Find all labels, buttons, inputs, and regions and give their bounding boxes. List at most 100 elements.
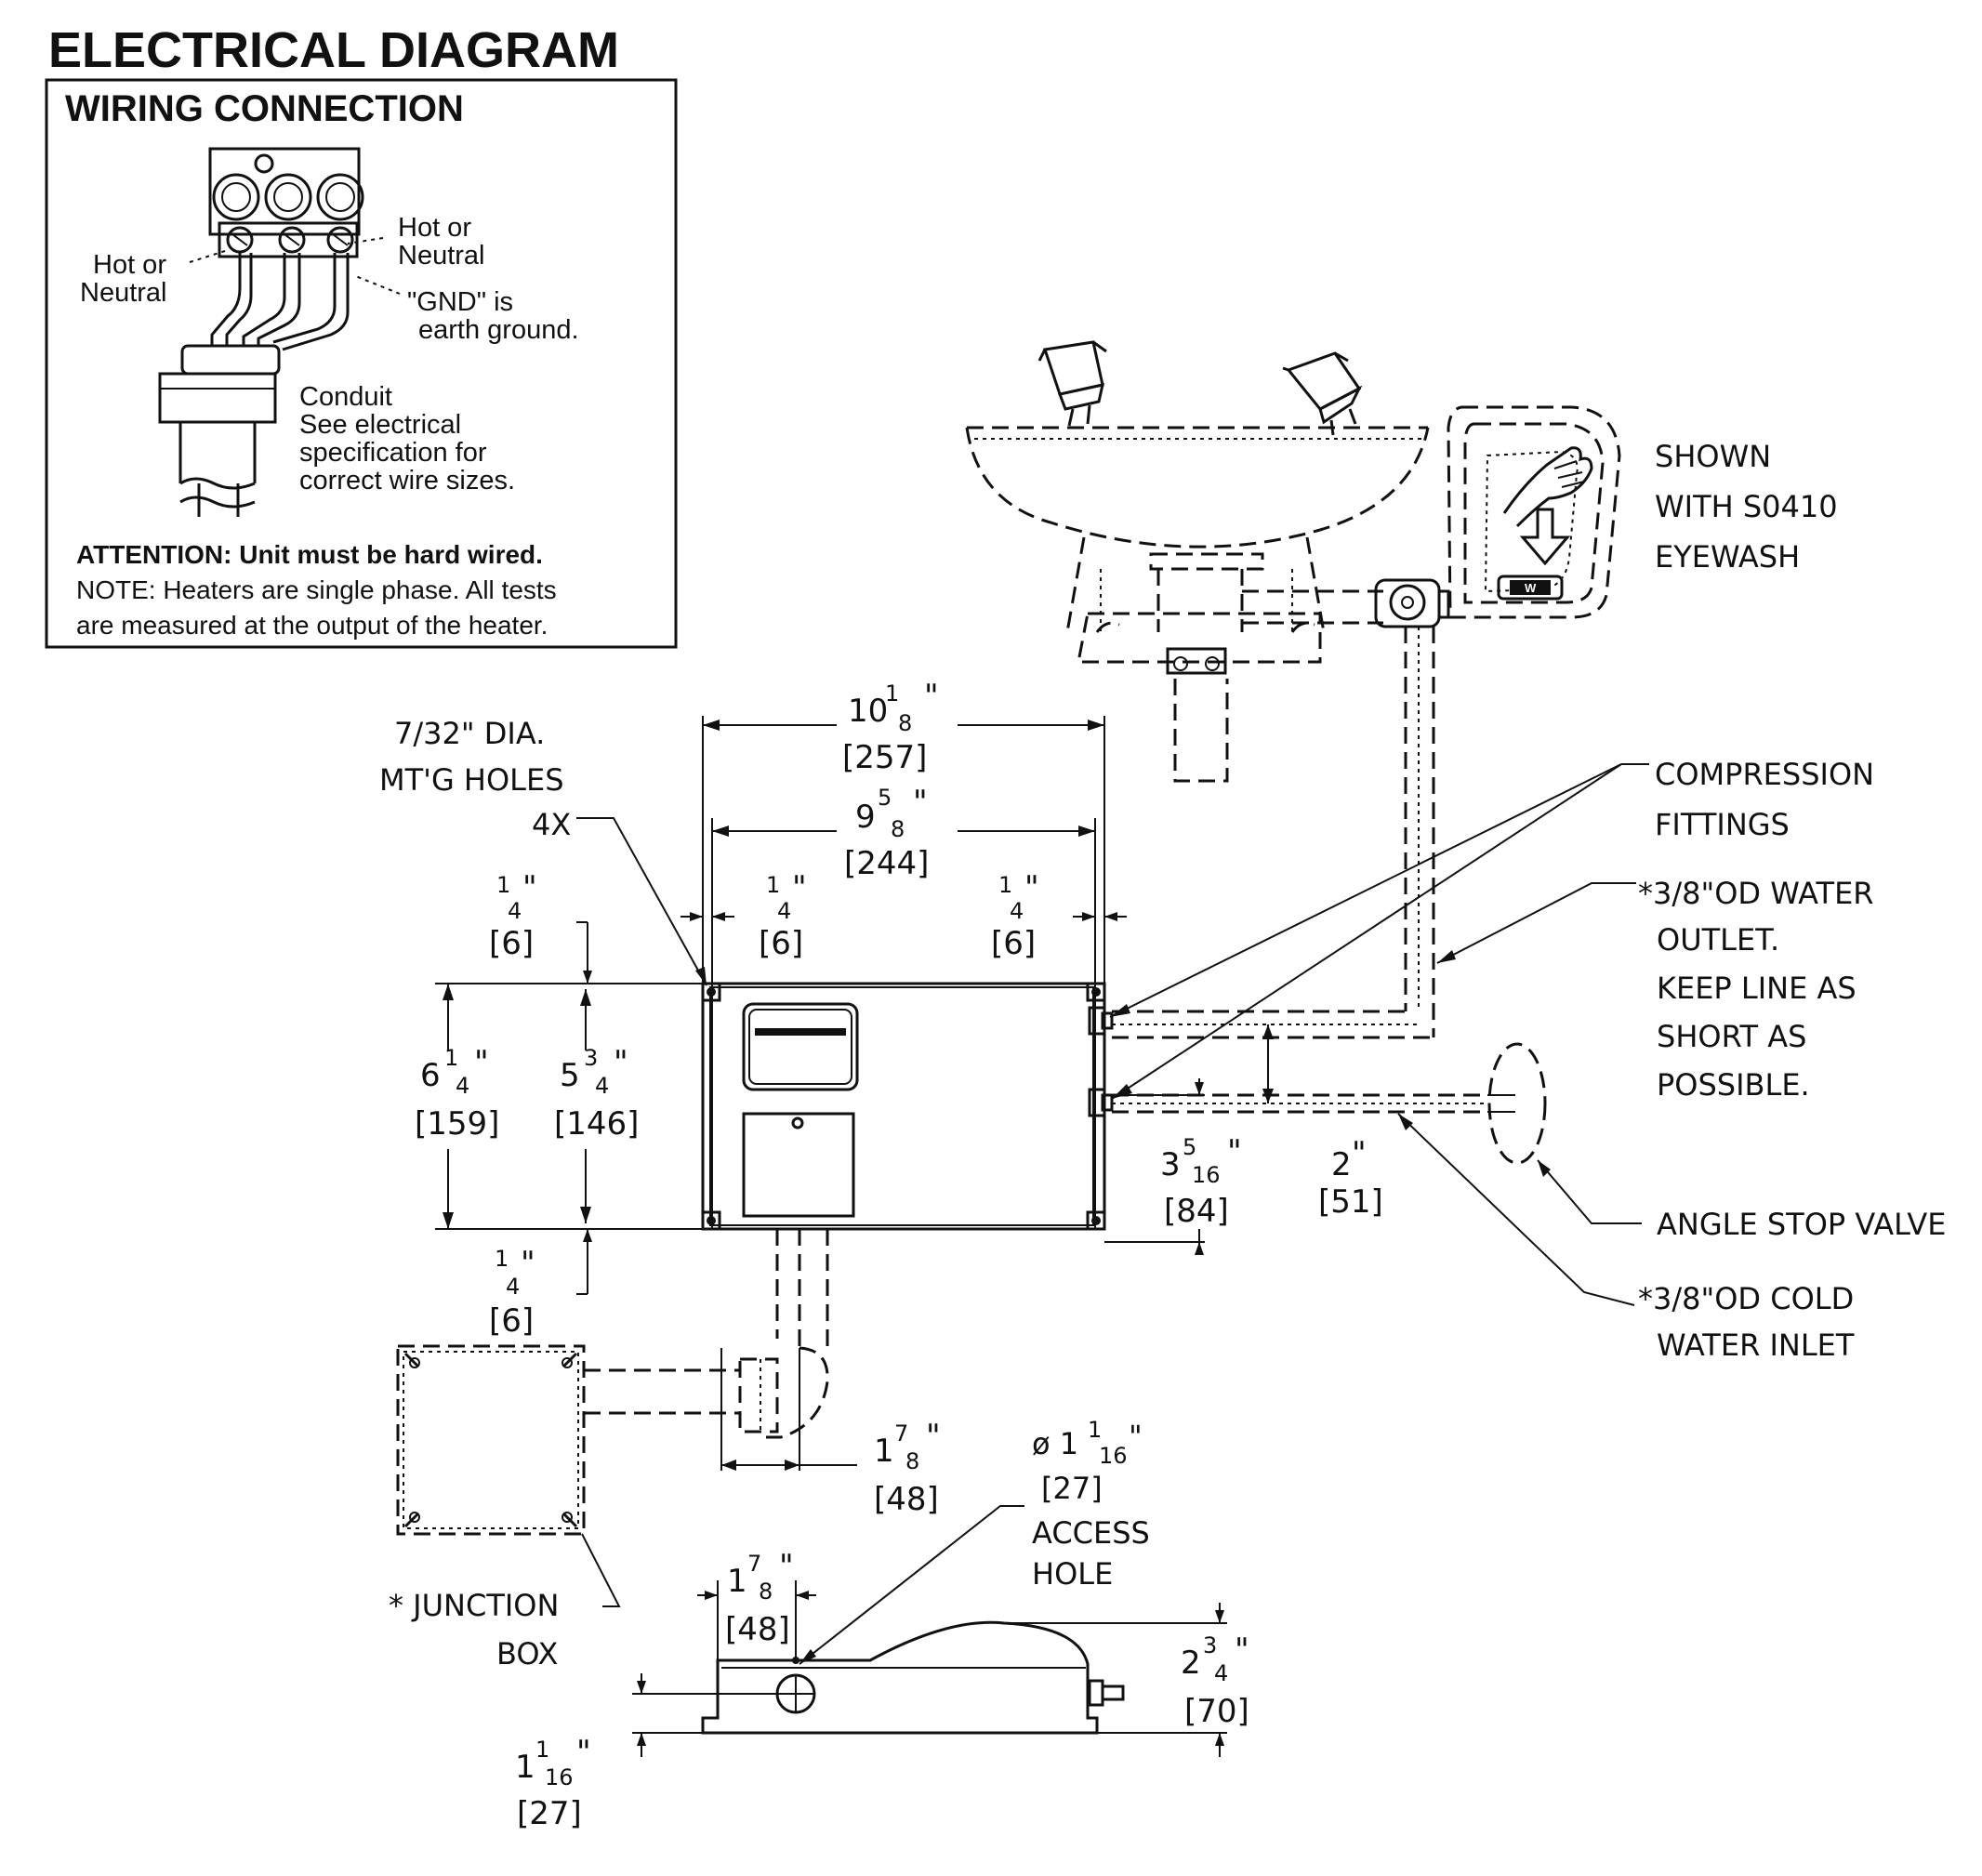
dim-port-gap: 2 " [51]: [1318, 1135, 1383, 1221]
callout-mtg-1: 7/32" DIA.: [394, 716, 545, 751]
callout-shown-3: EYEWASH: [1655, 539, 1800, 575]
svg-text:": ": [614, 1044, 628, 1081]
dim-pipe-width: 1 7 8 " [48]: [874, 1418, 941, 1518]
svg-text:16: 16: [1192, 1162, 1221, 1188]
svg-text:": ": [576, 1734, 591, 1771]
svg-text:3: 3: [584, 1045, 598, 1071]
svg-text:8: 8: [891, 816, 905, 842]
svg-text:[159]: [159]: [415, 1105, 499, 1143]
junction-box: [396, 1344, 586, 1536]
callout-junction-1: * JUNCTION: [389, 1588, 559, 1623]
svg-text:1: 1: [874, 1433, 894, 1470]
svg-text:1: 1: [885, 680, 899, 707]
svg-text:1: 1: [496, 872, 510, 898]
svg-text:": ": [522, 869, 537, 906]
svg-text:2: 2: [1181, 1645, 1201, 1682]
callout-compression-2: FITTINGS: [1655, 807, 1790, 842]
dim-inlet-height: 3 5 16 " [84]: [1160, 1133, 1242, 1230]
svg-text:1: 1: [515, 1749, 535, 1786]
callout-access-3: ACCESS: [1032, 1515, 1150, 1551]
svg-text:10: 10: [848, 693, 888, 730]
svg-text:[6]: [6]: [991, 925, 1036, 962]
label-conduit-4: correct wire sizes.: [299, 466, 515, 495]
svg-text:4: 4: [1214, 1660, 1228, 1686]
svg-text:[27]: [27]: [517, 1795, 582, 1832]
svg-text:3: 3: [1160, 1146, 1181, 1183]
callout-junction-2: BOX: [496, 1636, 558, 1671]
svg-text:5: 5: [878, 785, 892, 811]
svg-text:": ": [474, 1044, 489, 1081]
svg-text:": ": [779, 1548, 794, 1585]
svg-text:[48]: [48]: [874, 1481, 939, 1518]
label-hot-neutral-right-1: Hot or: [398, 213, 471, 243]
terminal-block-drawing: [158, 147, 401, 517]
callout-cold-1: *3/8"OD COLD: [1638, 1281, 1854, 1316]
svg-text:7: 7: [894, 1420, 908, 1447]
svg-text:": ": [792, 869, 807, 906]
svg-text:3: 3: [1203, 1632, 1217, 1658]
svg-text:1: 1: [998, 872, 1012, 898]
callout-angle-stop: ANGLE STOP VALVE: [1657, 1207, 1947, 1242]
callout-compression-1: COMPRESSION: [1655, 757, 1874, 792]
dim-side-base: 1 1 16 " [27]: [515, 1734, 591, 1832]
dim-offset-right: 1 4 " [6]: [991, 869, 1039, 962]
wiring-heading: WIRING CONNECTION: [65, 88, 464, 129]
svg-text:[48]: [48]: [725, 1611, 790, 1648]
svg-text:16: 16: [545, 1764, 574, 1790]
callout-mtg-3: 4X: [532, 807, 571, 842]
svg-text:6: 6: [420, 1057, 441, 1094]
label-hot-neutral-left-2: Neutral: [80, 278, 167, 308]
label-hot-neutral-right-2: Neutral: [398, 241, 485, 271]
svg-text:[6]: [6]: [489, 925, 534, 962]
callout-outlet-5: POSSIBLE.: [1657, 1067, 1810, 1103]
svg-text:": ": [1352, 1135, 1367, 1172]
svg-text:[244]: [244]: [844, 845, 929, 882]
svg-text:8: 8: [905, 1448, 919, 1474]
dim-side-position: 1 7 8 " [48]: [725, 1548, 794, 1648]
callout-cold-2: WATER INLET: [1657, 1328, 1855, 1363]
callout-outlet-2: OUTLET.: [1657, 922, 1779, 958]
dim-height-outer: 6 1 4 " [159]: [415, 1044, 499, 1143]
svg-text:4: 4: [595, 1073, 609, 1099]
callout-access-unit: ": [1129, 1419, 1143, 1454]
svg-text:1: 1: [444, 1045, 458, 1071]
heater-side-view: [701, 1620, 1125, 1735]
svg-text:5: 5: [560, 1057, 580, 1094]
heater-note-1: NOTE: Heaters are single phase. All test…: [76, 575, 557, 604]
label-gnd-2: earth ground.: [418, 315, 579, 345]
wiring-connection-box: [45, 78, 678, 649]
svg-text:[70]: [70]: [1184, 1693, 1249, 1730]
heater-note-2: are measured at the output of the heater…: [76, 611, 548, 640]
label-hot-neutral-left-1: Hot or: [93, 250, 166, 280]
svg-text:": ": [521, 1245, 535, 1282]
label-gnd-1: "GND" is: [407, 287, 513, 317]
eyewash-drawing: [965, 340, 1621, 1037]
svg-text:4: 4: [777, 898, 791, 924]
dim-offset-left: 1 4 " [6]: [489, 869, 537, 962]
dim-offset-mid: 1 4 " [6]: [759, 869, 807, 962]
svg-text:": ": [926, 1418, 941, 1455]
svg-text:[6]: [6]: [759, 925, 803, 962]
callout-access-num: 1: [1088, 1417, 1102, 1443]
svg-text:[146]: [146]: [554, 1105, 639, 1143]
callout-access-den: 16: [1099, 1443, 1128, 1469]
callout-access-1: ø 1: [1032, 1426, 1078, 1461]
callout-shown-2: WITH S0410: [1655, 489, 1838, 524]
svg-text:": ": [1227, 1133, 1242, 1170]
svg-text:": ": [1024, 869, 1039, 906]
dim-offset-bottom: 1 4 " [6]: [489, 1245, 535, 1340]
dim-side-height: 2 3 4 " [70]: [1181, 1632, 1249, 1730]
svg-text:1: 1: [535, 1737, 549, 1763]
svg-text:1: 1: [727, 1563, 747, 1600]
svg-text:1: 1: [766, 872, 780, 898]
callout-outlet-4: SHORT AS: [1657, 1019, 1806, 1054]
svg-text:": ": [913, 784, 928, 821]
svg-text:8: 8: [898, 710, 912, 736]
svg-text:4: 4: [508, 898, 522, 924]
callout-outlet-1: *3/8"OD WATER: [1638, 876, 1874, 911]
svg-text:[51]: [51]: [1318, 1183, 1383, 1221]
svg-text:9: 9: [855, 799, 876, 836]
dim-height-inner: 5 3 4 " [146]: [554, 1044, 639, 1143]
